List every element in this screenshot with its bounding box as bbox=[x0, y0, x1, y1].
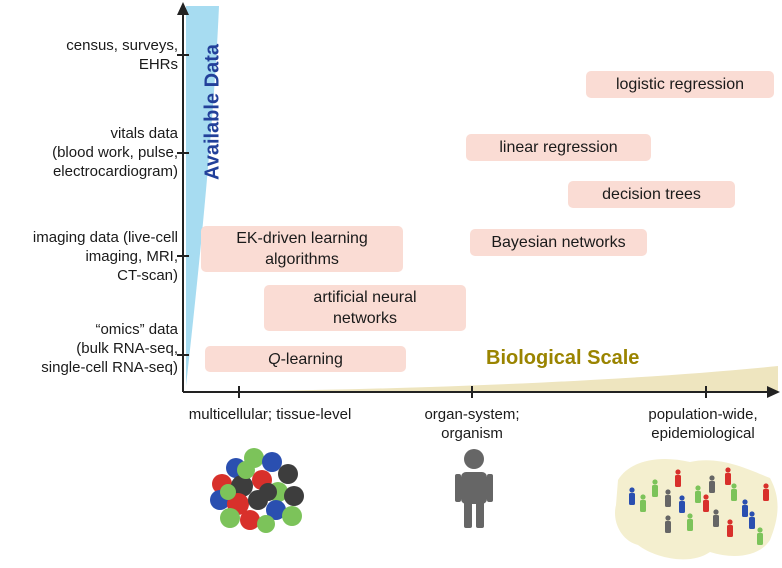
person-figure-icon bbox=[665, 489, 671, 507]
person-figure-icon bbox=[742, 499, 748, 517]
person-figure-icon bbox=[757, 527, 763, 545]
x-label-tissue: multicellular; tissue-level bbox=[188, 406, 352, 423]
x-label-organism: organ-system;organism bbox=[424, 406, 520, 442]
biological-scale-wedge bbox=[186, 366, 778, 392]
person-figure-icon bbox=[640, 494, 646, 512]
person-figure-icon bbox=[652, 479, 658, 497]
y-label-vitals: vitals data(blood work, pulse,electrocar… bbox=[52, 125, 178, 180]
x-label-population: population-wide,epidemiological bbox=[648, 406, 758, 442]
x-axis-title: Biological Scale bbox=[486, 347, 640, 369]
person-figure-icon bbox=[749, 511, 755, 529]
person-figure-icon bbox=[727, 519, 733, 537]
method-q-learning: Q-learning bbox=[205, 346, 406, 372]
person-figure-icon bbox=[629, 487, 635, 505]
person-figure-icon bbox=[675, 469, 681, 487]
person-figure-icon bbox=[679, 495, 685, 513]
person-figure-icon bbox=[709, 475, 715, 493]
person-figure-icon bbox=[687, 513, 693, 531]
y-axis-arrowhead bbox=[177, 2, 189, 15]
population-map-icon bbox=[614, 459, 778, 560]
method-decision-trees: decision trees bbox=[568, 181, 735, 208]
person-figure-icon bbox=[713, 509, 719, 527]
person-icon bbox=[455, 449, 493, 528]
person-figure-icon bbox=[725, 467, 731, 485]
method-logistic-regression: logistic regression bbox=[586, 71, 774, 98]
cell-cluster-icon bbox=[210, 448, 304, 533]
y-label-census: census, surveys,EHRs bbox=[66, 37, 178, 73]
population-people bbox=[629, 467, 769, 545]
method-bayesian-networks: Bayesian networks bbox=[470, 229, 647, 256]
method-linear-regression: linear regression bbox=[466, 134, 651, 161]
x-axis-arrowhead bbox=[767, 386, 780, 398]
person-figure-icon bbox=[731, 483, 737, 501]
person-figure-icon bbox=[703, 494, 709, 512]
person-figure-icon bbox=[695, 485, 701, 503]
y-label-omics: “omics” data(bulk RNA-seq,single-cell RN… bbox=[41, 321, 178, 376]
person-figure-icon bbox=[763, 483, 769, 501]
available-data-wedge bbox=[186, 6, 219, 386]
person-figure-icon bbox=[665, 515, 671, 533]
